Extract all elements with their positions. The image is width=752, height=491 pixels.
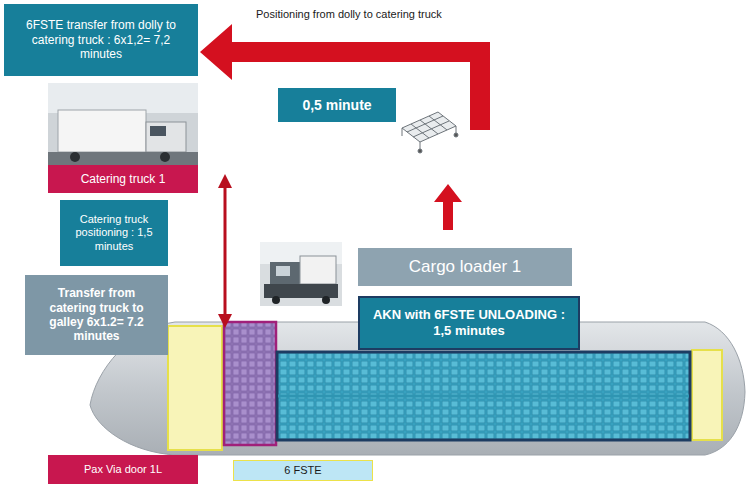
flow-arrow <box>434 184 462 230</box>
rear-galley <box>692 350 722 440</box>
box-text: Transfer from catering truck to galley 6… <box>33 286 160 344</box>
vehicle-label: Cargo loader 1 <box>358 248 572 286</box>
box-text: Pax Via door 1L <box>84 463 162 476</box>
cargo-loader-photo <box>260 242 342 306</box>
box-text: Catering truck positioning : 1,5 minutes <box>66 213 162 253</box>
process-box: Catering truck positioning : 1,5 minutes <box>60 200 168 266</box>
process-box: AKN with 6FSTE UNLOADING : 1,5 minutes <box>358 296 580 350</box>
duration-box: 0,5 minute <box>278 88 396 122</box>
process-box: 6FSTE transfer from dolly to catering tr… <box>4 4 198 76</box>
box-text: Catering truck 1 <box>81 172 166 186</box>
process-box: Transfer from catering truck to galley 6… <box>25 275 168 355</box>
door-label: Pax Via door 1L <box>48 455 198 484</box>
flow-arrow <box>200 24 490 130</box>
forward-zone <box>224 322 276 445</box>
cabin-seats <box>277 352 690 440</box>
front-galley <box>168 326 222 450</box>
box-text: 6 FSTE <box>284 464 321 477</box>
double-arrow <box>218 174 232 328</box>
box-text: 0,5 minute <box>302 97 371 114</box>
dolly-icon <box>402 112 458 153</box>
vehicle-label: Catering truck 1 <box>48 165 198 193</box>
catering-truck-photo <box>48 83 198 165</box>
cabin-aisle <box>278 395 689 398</box>
box-text: AKN with 6FSTE UNLOADING : 1,5 minutes <box>370 307 568 338</box>
arrow-label: Positioning from dolly to catering truck <box>256 8 442 20</box>
zone-label: 6 FSTE <box>233 460 373 481</box>
box-text: 6FSTE transfer from dolly to catering tr… <box>20 18 182 61</box>
box-text: Cargo loader 1 <box>409 257 521 277</box>
